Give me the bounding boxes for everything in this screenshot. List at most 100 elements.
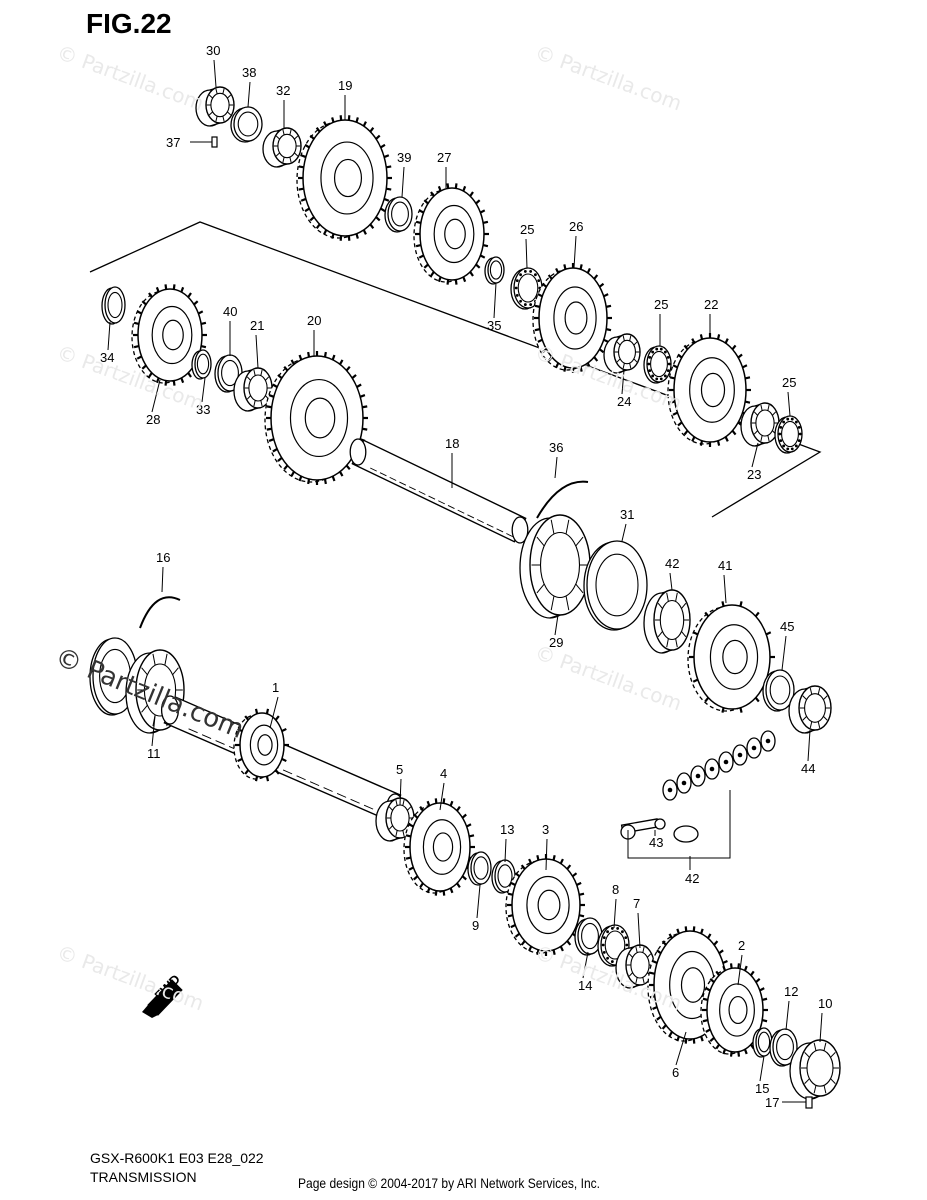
callout-label: 12 <box>784 984 798 999</box>
bearing-29 <box>519 514 591 619</box>
callout-label: 9 <box>472 918 479 933</box>
callout-bracket <box>627 830 690 859</box>
callout-label: 8 <box>612 882 619 897</box>
callout-leader <box>807 729 811 762</box>
countershaft-18 <box>349 438 529 544</box>
callout-leader <box>247 81 251 108</box>
callout-label: 24 <box>617 394 631 409</box>
callout-label: 18 <box>445 436 459 451</box>
callout-label: 5 <box>396 762 403 777</box>
gear-27 <box>413 183 489 285</box>
pin-37 <box>211 136 218 148</box>
callout-label: 38 <box>242 65 256 80</box>
callout-label: 41 <box>718 558 732 573</box>
callout-leader <box>151 715 156 747</box>
callout-leader <box>737 954 743 986</box>
bushing-5 <box>375 797 415 842</box>
circlip-15 <box>752 1027 773 1058</box>
bushing-7 <box>615 944 655 989</box>
callout-label: 19 <box>338 78 352 93</box>
callout-label: 11 <box>147 746 161 761</box>
gear-19 <box>296 115 392 241</box>
callout-leader <box>819 1012 823 1043</box>
drive-chain-43 <box>662 730 776 801</box>
callout-label: 16 <box>156 550 170 565</box>
washer-39 <box>384 196 413 233</box>
washer-25c <box>774 415 803 454</box>
callout-label: 6 <box>672 1065 679 1080</box>
callout-bracket <box>690 790 731 859</box>
callout-label: 10 <box>818 996 832 1011</box>
callout-label: 31 <box>620 507 634 522</box>
callout-leader <box>525 238 528 269</box>
callout-label: 4 <box>440 766 447 781</box>
callout-leader <box>759 1055 765 1082</box>
callout-leader <box>621 523 627 542</box>
callout-leader <box>493 282 497 319</box>
callout-label: 25 <box>782 375 796 390</box>
washer-12 <box>769 1028 798 1067</box>
callout-label: 21 <box>250 318 264 333</box>
bushing-24 <box>603 333 641 374</box>
callout-leader <box>476 884 481 919</box>
callout-leader <box>751 442 759 468</box>
circlip-34 <box>101 286 126 325</box>
callout-leader <box>201 377 206 403</box>
washer-25b <box>643 345 672 384</box>
c-ring-16 <box>139 596 181 629</box>
callout-leader <box>675 1031 687 1066</box>
callout-label: 45 <box>780 619 794 634</box>
callout-leader <box>401 166 405 198</box>
gear-26 <box>532 263 612 373</box>
callout-leader <box>151 379 161 413</box>
callout-label: 25 <box>654 297 668 312</box>
callout-label: 29 <box>549 635 563 650</box>
bushing-23 <box>740 402 780 447</box>
nut-45 <box>788 685 832 734</box>
callout-label: 30 <box>206 43 220 58</box>
callout-label: 42 <box>685 871 699 886</box>
oil-seal-31 <box>583 540 648 631</box>
callout-label: 32 <box>276 83 290 98</box>
callout-leader <box>582 951 589 979</box>
sprocket-41 <box>687 601 775 713</box>
callout-leader <box>255 334 259 369</box>
callout-label: 33 <box>196 402 210 417</box>
callout-label: 35 <box>487 318 501 333</box>
diagram-title: TRANSMISSION <box>90 1169 197 1185</box>
callout-leader <box>613 898 617 929</box>
callout-label: 27 <box>437 150 451 165</box>
copyright-footer: Page design © 2004-2017 by ARI Network S… <box>298 1175 601 1191</box>
circlip-33 <box>191 349 212 380</box>
model-code: GSX-R600K1 E03 E28_022 <box>90 1150 264 1166</box>
callout-leader <box>554 614 559 636</box>
washer-25a <box>510 267 543 310</box>
callout-label: 25 <box>520 222 534 237</box>
callout-leader <box>573 235 577 269</box>
callout-label: 22 <box>704 297 718 312</box>
callout-label: 28 <box>146 412 160 427</box>
callout-label: 37 <box>166 135 180 150</box>
callout-label: 36 <box>549 440 563 455</box>
gear-22 <box>667 333 751 447</box>
callout-leader <box>213 59 217 88</box>
chain-joint-44 <box>620 818 699 843</box>
callout-label: 23 <box>747 467 761 482</box>
callout-leader <box>439 782 445 811</box>
assembly-frame <box>89 221 822 518</box>
callout-label: 7 <box>633 896 640 911</box>
callout-leader <box>161 566 164 593</box>
callout-leader <box>669 572 673 591</box>
callout-label: 26 <box>569 219 583 234</box>
callout-leader <box>399 778 402 806</box>
callout-label: 2 <box>738 938 745 953</box>
callout-label: 34 <box>100 350 114 365</box>
gear-3 <box>505 854 585 956</box>
callout-leader <box>781 635 787 671</box>
callout-leader <box>107 321 111 351</box>
callout-leader <box>554 456 558 479</box>
bushing-32 <box>262 127 302 168</box>
washer-46 <box>762 669 795 712</box>
callout-label: 20 <box>307 313 321 328</box>
